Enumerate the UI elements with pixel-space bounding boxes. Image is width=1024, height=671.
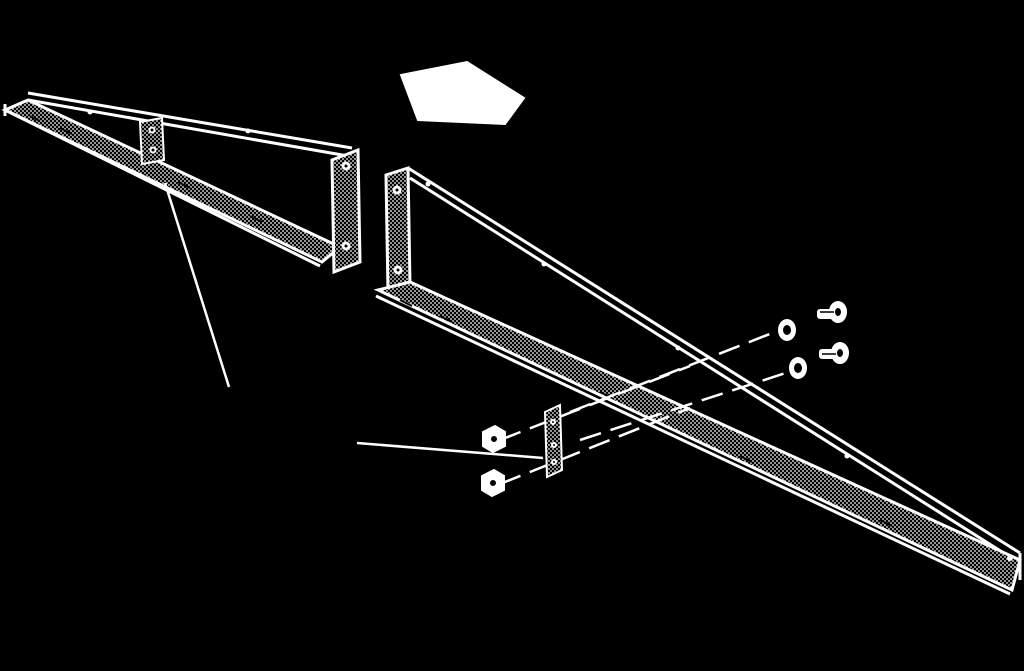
bolt [817, 301, 847, 323]
leader-line-loose-plate [356, 441, 544, 460]
arrow-left-icon [399, 60, 526, 126]
flat-washer [789, 357, 807, 379]
leader-line-installed-plate [163, 182, 231, 388]
short-angle-rail [1, 91, 362, 275]
hex-nut [482, 424, 506, 454]
assembly-lines [499, 328, 796, 486]
splice-plate-installed [138, 116, 166, 166]
hex-nut [481, 468, 505, 498]
bolt [819, 342, 849, 364]
flat-washer [778, 319, 796, 341]
splice-plate-loose [543, 403, 564, 479]
long-angle-rail [373, 165, 1022, 596]
